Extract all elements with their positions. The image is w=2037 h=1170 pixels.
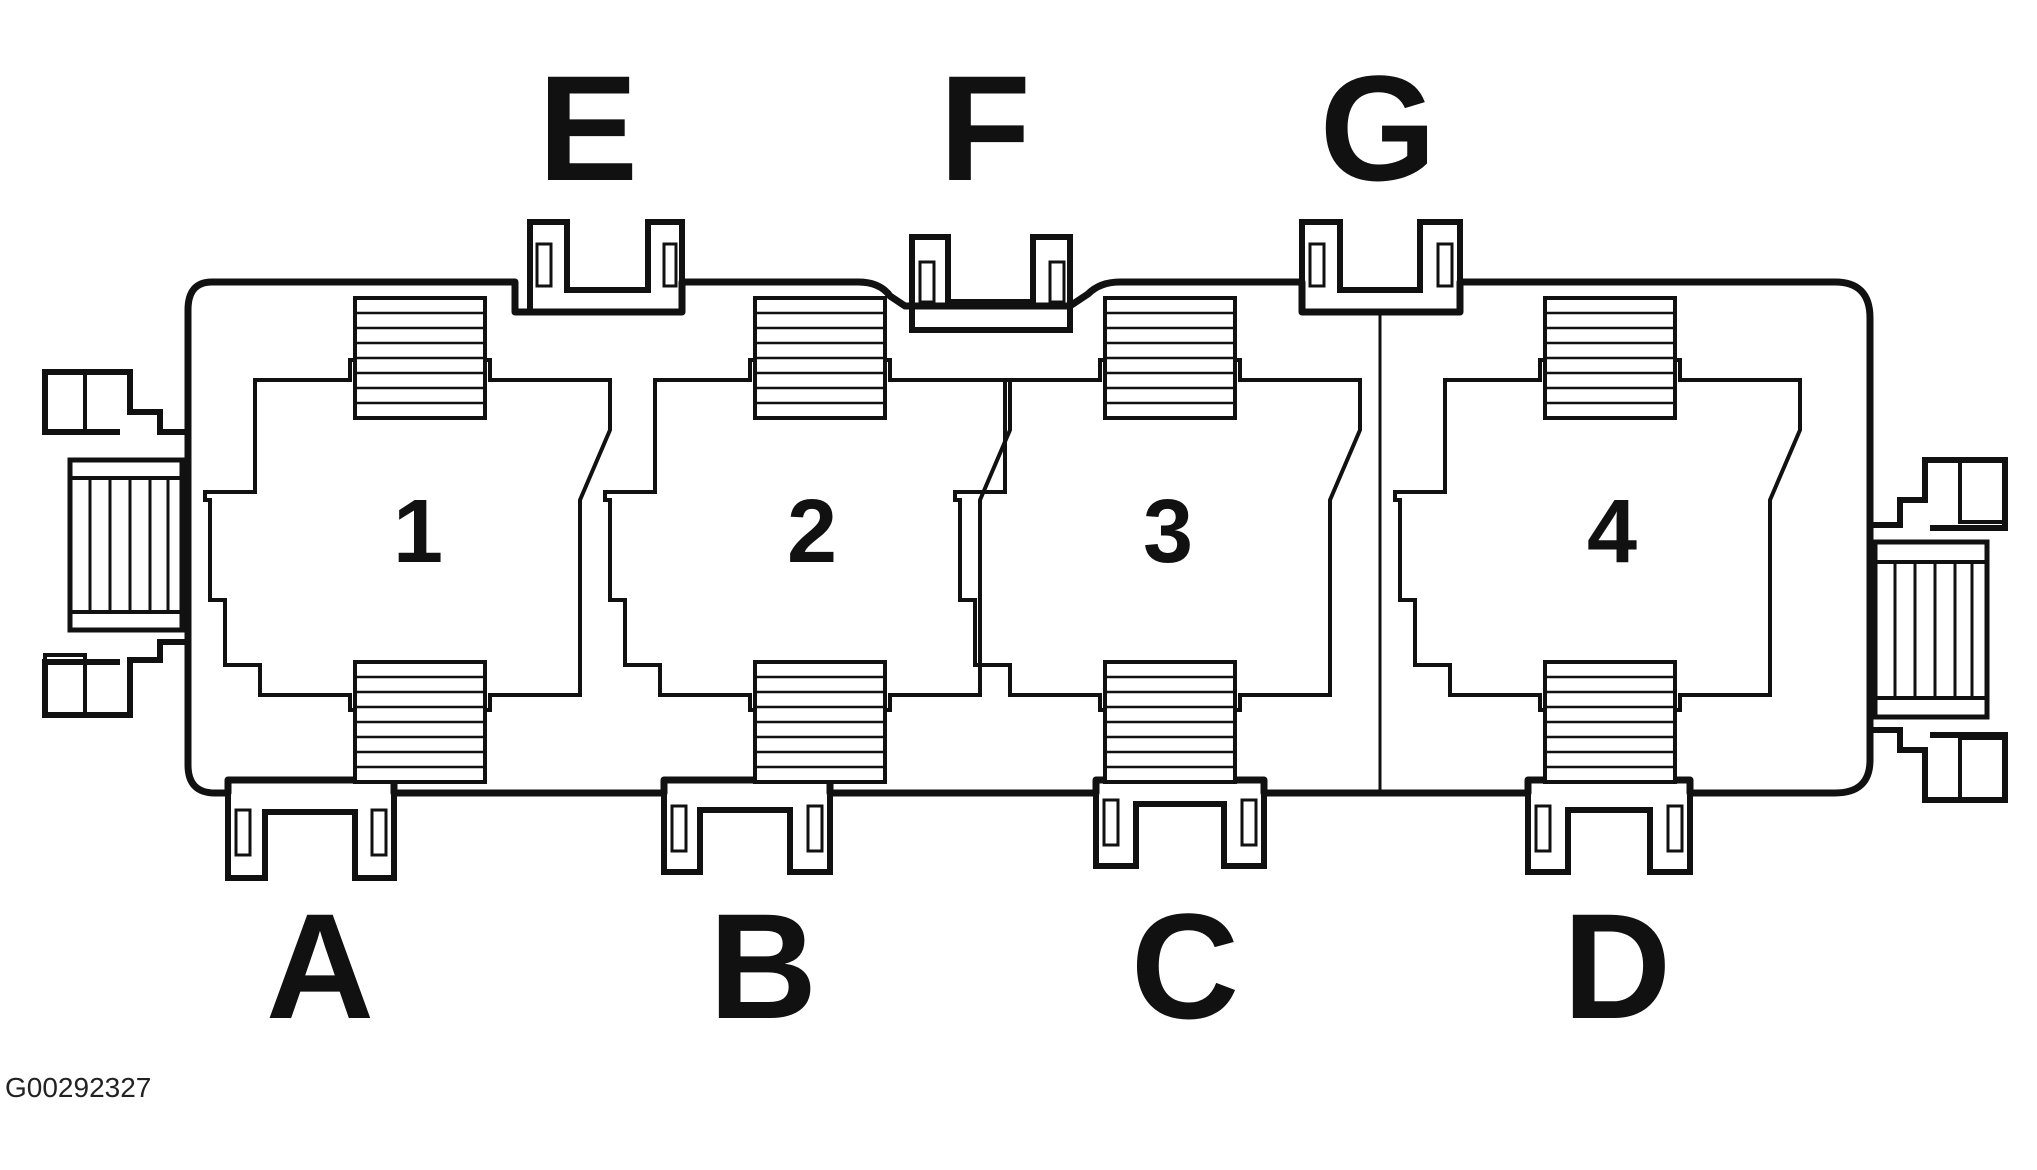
relay-number-4: 4	[1587, 482, 1637, 582]
relay-1-terminal-bottom	[353, 660, 487, 784]
label-G: G	[1320, 44, 1437, 212]
label-E: E	[538, 44, 638, 212]
left-mount-tab	[42, 369, 188, 718]
clip-C	[1093, 780, 1267, 869]
label-C: C	[1131, 882, 1239, 1050]
clip-D	[1525, 780, 1693, 875]
clip-F	[909, 234, 1073, 333]
figure-code: G00292327	[5, 1072, 151, 1103]
relay-3-terminal-top	[1103, 296, 1237, 420]
label-D: D	[1563, 882, 1671, 1050]
housing-outline	[184, 278, 1874, 797]
clip-E	[527, 219, 685, 312]
relay-1-terminal-top	[353, 296, 487, 420]
relay-2-terminal-top	[753, 296, 887, 420]
relay-4-terminal-bottom	[1543, 660, 1677, 784]
label-A: A	[266, 882, 374, 1050]
relay-number-3: 3	[1143, 482, 1193, 582]
relay-number-1: 1	[393, 482, 443, 582]
relay-number-2: 2	[787, 482, 837, 582]
relay-3-terminal-bottom	[1103, 660, 1237, 784]
label-F: F	[939, 44, 1031, 212]
clip-A	[225, 780, 397, 881]
right-mount-tab	[1870, 457, 2008, 803]
clip-G	[1299, 219, 1463, 312]
clip-B	[661, 780, 833, 875]
relay-2-terminal-bottom	[753, 660, 887, 784]
relay-4-terminal-top	[1543, 296, 1677, 420]
label-B: B	[709, 882, 817, 1050]
